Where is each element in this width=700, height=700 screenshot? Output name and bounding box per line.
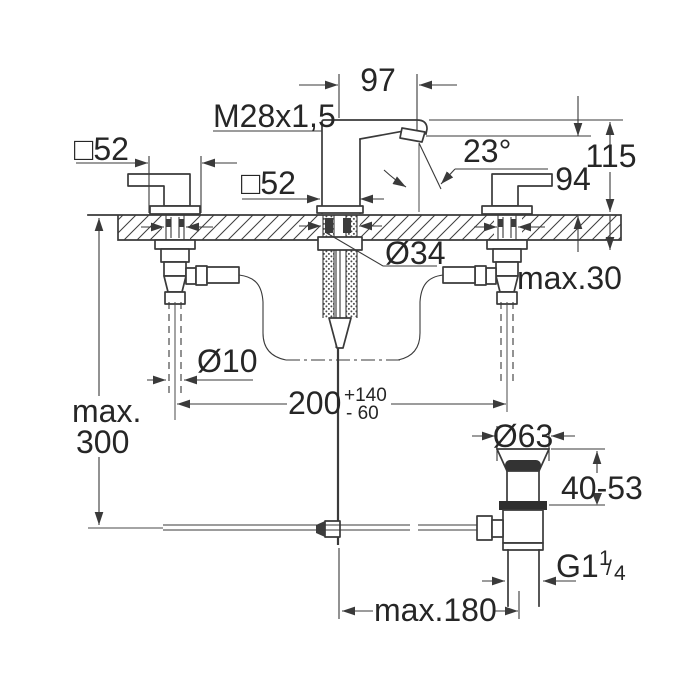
left-flex-hose	[206, 266, 240, 284]
left-escutcheon	[149, 205, 201, 215]
left-handle	[127, 173, 201, 215]
height-to-aerator-label: 94	[555, 161, 591, 197]
aerator-thread-label: M28x1,5	[213, 98, 336, 134]
height-total-label: 115	[585, 138, 636, 174]
waste-thread-frac-den: 4	[614, 562, 626, 585]
rod-joint	[324, 520, 341, 538]
right-flex-hose	[442, 266, 476, 284]
handle-square-center-label: □52	[241, 165, 296, 201]
horizontal-linkage-rod	[163, 524, 477, 531]
waste-body	[502, 509, 544, 544]
left-hose-curve	[238, 274, 287, 361]
aerator-outlet	[399, 127, 426, 143]
handle-square-left-label: □52	[74, 131, 129, 167]
body-base-plate	[316, 205, 364, 214]
waste-thread-label: G1	[556, 548, 599, 584]
waste-thread-frac-num: 1	[599, 547, 611, 570]
waste-offset-max-label: max.180	[374, 592, 497, 628]
waste-depth-range-label: 40-53	[561, 470, 643, 506]
deck-thickness-max-label: max.30	[517, 260, 622, 296]
left-supply-pipe	[168, 302, 182, 398]
hole-spacing-label: 200	[288, 385, 341, 421]
right-hose-elbow	[485, 267, 497, 285]
hole-spacing-tol-plus-label: +140	[344, 385, 387, 406]
hole-spacing-tol-minus-label: - 60	[346, 403, 379, 424]
waste-thread-frac-slash: /	[606, 557, 612, 580]
right-lever	[491, 173, 553, 207]
dimension-labels: 97 M28x1,5 □52 □52 23° 94 115 Ø34 max.30…	[72, 62, 643, 628]
spray-angle-label: 23°	[463, 133, 511, 169]
left-lever	[127, 173, 191, 207]
mounting-nut	[317, 236, 363, 251]
right-hose-curve	[397, 274, 444, 361]
left-valve-assembly	[154, 215, 287, 420]
right-handle	[481, 173, 553, 215]
right-valve-assembly	[397, 215, 528, 412]
dimension-lines	[76, 74, 623, 619]
waste-gasket	[499, 501, 547, 510]
hose-length-max-word-label: max.	[72, 393, 141, 429]
waste-tailpipe	[507, 549, 540, 607]
hose-length-max-value-label: 300	[76, 424, 129, 460]
waste-plug-cap	[505, 460, 541, 471]
pull-rod-dia-label: Ø10	[197, 343, 257, 379]
right-supply-pipe	[500, 302, 514, 385]
deck-hole-dia-label: Ø34	[385, 235, 445, 271]
pop-up-waste-assembly	[476, 447, 551, 607]
waste-rod-knob	[476, 515, 493, 541]
left-hose-elbow	[185, 267, 197, 285]
waste-flange-dia-label: Ø63	[493, 418, 553, 454]
spout-reach-label: 97	[360, 62, 396, 98]
center-shank-pull-rod	[88, 215, 477, 545]
right-escutcheon	[481, 205, 533, 215]
